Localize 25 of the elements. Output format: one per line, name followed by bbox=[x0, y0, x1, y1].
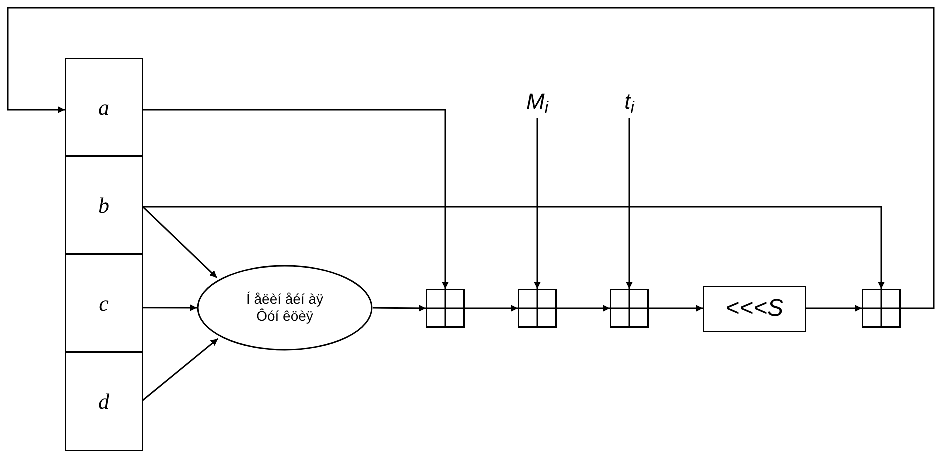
arrow bbox=[534, 118, 541, 289]
input-label: M$_{i}$ bbox=[526, 91, 548, 113]
arrow bbox=[142, 338, 219, 402]
arrow bbox=[143, 206, 885, 289]
arrow bbox=[557, 305, 610, 312]
arrow bbox=[626, 118, 633, 289]
arrow bbox=[143, 304, 197, 312]
register-box: a bbox=[65, 58, 143, 156]
adder-symbol bbox=[426, 289, 465, 328]
arrow bbox=[649, 305, 703, 312]
function-label: Í åëèí åéí àÿ Ôóí êöèÿ bbox=[245, 291, 325, 325]
arrow bbox=[142, 206, 218, 278]
adder-symbol bbox=[518, 289, 557, 328]
adder-symbol bbox=[862, 289, 901, 328]
arrow bbox=[806, 305, 862, 312]
shift-box: <<<S bbox=[703, 286, 806, 332]
arrow bbox=[7, 7, 935, 310]
register-box: b bbox=[65, 156, 143, 254]
arrow bbox=[465, 305, 518, 312]
register-box: c bbox=[65, 254, 143, 352]
adder-symbol bbox=[610, 289, 649, 328]
register-box: d bbox=[65, 352, 143, 451]
arrow bbox=[373, 304, 426, 312]
arrow bbox=[143, 109, 449, 289]
input-label: t$_{i}$ bbox=[624, 91, 634, 113]
